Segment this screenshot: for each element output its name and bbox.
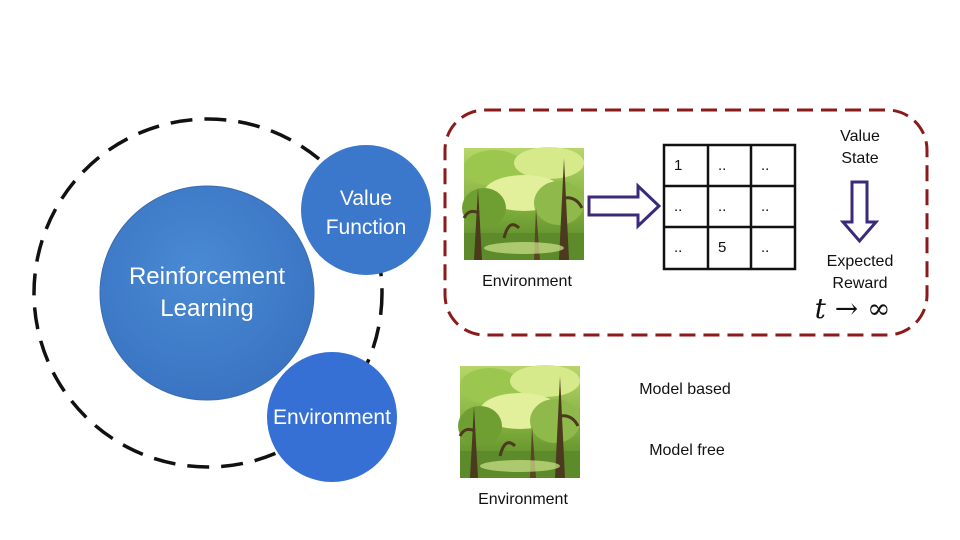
environment-circle-label: Environment [273, 406, 391, 429]
right-arrow-icon [587, 182, 662, 230]
expected-reward-label: Expected Reward [826, 253, 894, 292]
down-arrow-icon [839, 180, 880, 244]
grid-cell: .. [718, 198, 727, 215]
dashed-outer-circle [32, 117, 384, 469]
grid-cell: .. [718, 157, 727, 174]
value-function-label: Value Function [325, 187, 407, 239]
panel-environment-caption: Environment [482, 273, 572, 290]
grid-cell: 5 [718, 239, 727, 256]
value-function-circle [301, 145, 431, 275]
value-state-label: Value State [840, 128, 880, 167]
forest-image-icon [460, 145, 586, 262]
grid-cell: 1 [674, 157, 683, 174]
grid-cell: .. [761, 198, 770, 215]
grid-cell: .. [674, 198, 683, 215]
model-based-label: Model based [639, 381, 731, 398]
value-grid [662, 143, 797, 271]
grid-cell: .. [761, 157, 770, 174]
reinforcement-learning-label: Reinforcement Learning [128, 263, 286, 322]
limit-formula: t → ∞ [814, 292, 891, 325]
lower-environment-caption: Environment [478, 491, 568, 508]
environment-circle [267, 352, 397, 482]
reinforcement-learning-circle [99, 185, 315, 401]
model-panel-border [443, 108, 929, 337]
model-free-label: Model free [649, 442, 725, 459]
forest-image-icon [456, 363, 582, 480]
grid-cell: .. [761, 239, 770, 256]
grid-cell: .. [674, 239, 683, 256]
